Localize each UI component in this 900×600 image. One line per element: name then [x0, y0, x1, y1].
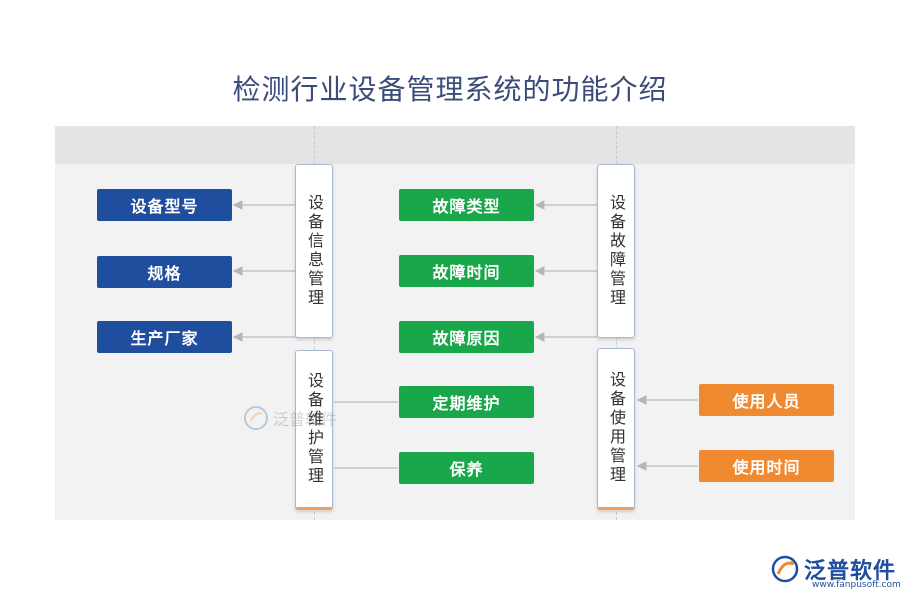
- brand-logo-icon: [771, 555, 799, 583]
- module-fault-management: 设备故障管理: [597, 164, 635, 338]
- item-usage-time: 使用时间: [699, 450, 834, 482]
- item-spec: 规格: [97, 256, 232, 288]
- brand-logo: 泛普软件: [770, 553, 896, 585]
- page-title: 检测行业设备管理系统的功能介绍: [232, 73, 668, 106]
- module-info-management: 设备信息管理: [295, 164, 333, 338]
- item-device-model: 设备型号: [97, 189, 232, 221]
- watermark: 泛普软件: [243, 405, 337, 431]
- module-maintenance-management: 设备维护管理: [295, 350, 333, 510]
- item-fault-type: 故障类型: [399, 189, 534, 221]
- item-periodic-maintenance: 定期维护: [399, 386, 534, 418]
- item-fault-time: 故障时间: [399, 255, 534, 287]
- brand-name: 泛普软件: [804, 559, 897, 584]
- brand-url: www.fanpusoft.com: [812, 580, 900, 590]
- module-usage-management: 设备使用管理: [597, 348, 635, 510]
- item-manufacturer: 生产厂家: [97, 321, 232, 353]
- watermark-text: 泛普软件: [273, 410, 338, 429]
- watermark-logo-icon: [244, 406, 268, 430]
- item-upkeep: 保养: [399, 452, 534, 484]
- diagram-header-band: [55, 126, 855, 164]
- item-user: 使用人员: [699, 384, 834, 416]
- item-fault-cause: 故障原因: [399, 321, 534, 353]
